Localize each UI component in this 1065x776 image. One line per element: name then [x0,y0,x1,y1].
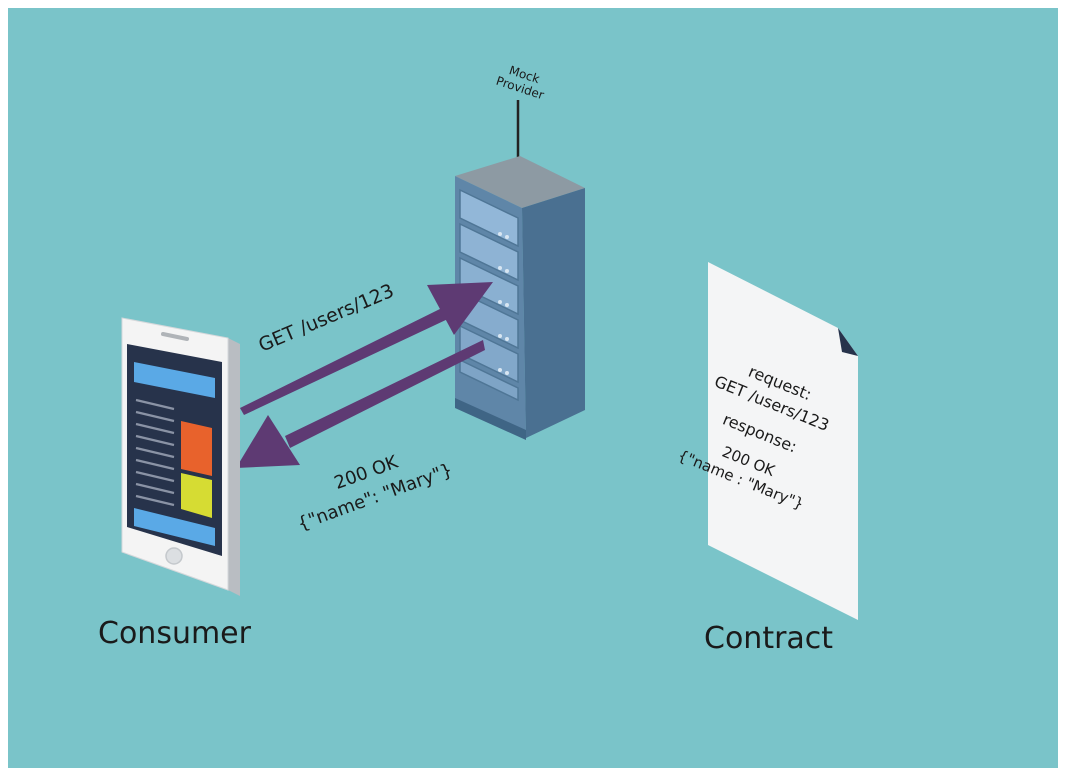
phone-footer-bar [134,508,215,546]
drive-bay [459,358,519,402]
server-base [455,398,526,440]
document-paper [708,262,858,620]
consumer-label: Consumer [98,616,252,651]
drive-leds [498,232,509,375]
document-icon [708,262,858,620]
phone-side [228,338,240,596]
request-arrow-head [427,282,493,335]
phone-tile-orange [181,421,212,476]
smartphone-icon [121,317,240,596]
response-arrow-shaft [285,340,485,448]
phone-home-button [165,547,183,565]
request-arrow-shaft [240,305,450,415]
drive-bays [459,188,519,402]
request-arrow [240,282,493,415]
server-top [455,156,585,208]
response-arrow [236,340,485,468]
phone-tile-yellow [181,473,212,518]
phone-speaker [161,332,189,341]
phone-text-lines [135,398,175,507]
phone-header-bar [134,362,215,398]
server-side [522,188,585,438]
server-rack-icon [455,100,585,440]
response-arrow-head [236,415,300,468]
drive-bay [459,188,519,248]
drive-bay [459,222,519,282]
drive-bay [459,324,519,384]
contract-label: Contract [704,621,833,656]
document-folded-corner [838,328,858,356]
